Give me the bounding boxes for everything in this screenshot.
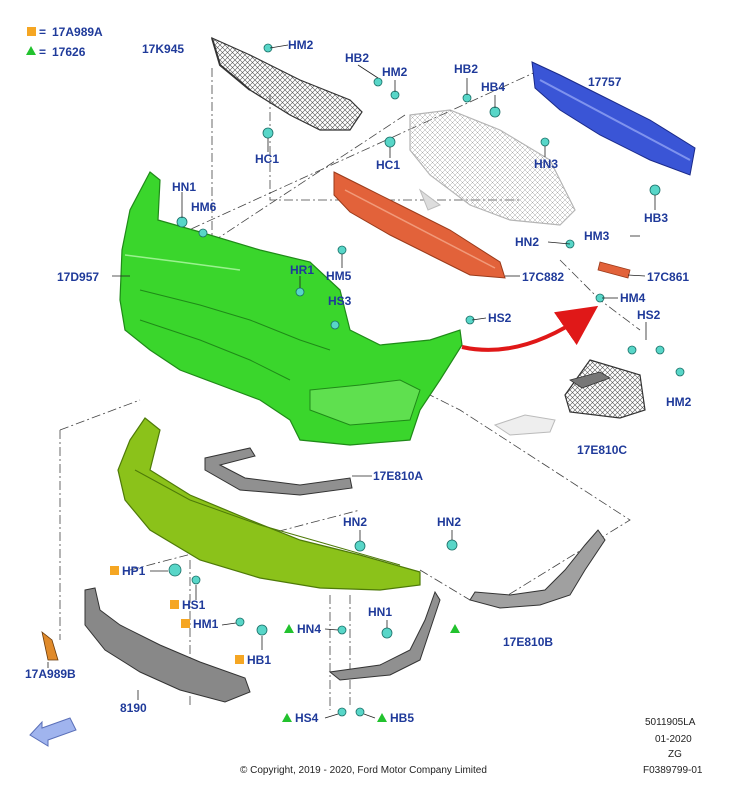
callout-hp1[interactable]: HP1: [122, 564, 146, 578]
callout-hm3[interactable]: HM3: [584, 229, 610, 243]
callout-hs2[interactable]: HS2: [488, 311, 512, 325]
callout-hm4[interactable]: HM4: [620, 291, 646, 305]
triangle-marker-icon: [450, 624, 460, 633]
callout-17E810A[interactable]: 17E810A: [373, 469, 423, 483]
callouts: 17K945 HM2 HB2 HM2 HB2 HB4 17757 HC1 HC1…: [25, 38, 692, 725]
callout-hn2[interactable]: HN2: [343, 515, 367, 529]
square-marker-icon: [110, 566, 119, 575]
bumper-cover-17D957[interactable]: [119, 171, 463, 446]
callout-hs4[interactable]: HS4: [295, 711, 319, 725]
callout-hb5[interactable]: HB5: [390, 711, 414, 725]
callout-hm1[interactable]: HM1: [193, 617, 219, 631]
callout-hr1[interactable]: HR1: [290, 263, 314, 277]
callout-hb2[interactable]: HB2: [345, 51, 369, 65]
callout-hm5[interactable]: HM5: [326, 269, 352, 283]
triangle-marker-icon: [26, 46, 36, 55]
copyright-text: © Copyright, 2019 - 2020, Ford Motor Com…: [240, 765, 487, 776]
callout-hn2[interactable]: HN2: [515, 235, 539, 249]
grille-8190[interactable]: [84, 587, 251, 703]
upper-grille-17K945[interactable]: [211, 36, 363, 131]
callout-hn4[interactable]: HN4: [297, 622, 321, 636]
callout-hb4[interactable]: HB4: [481, 80, 505, 94]
bracket-17C861[interactable]: [597, 261, 631, 279]
callout-hc1[interactable]: HC1: [255, 152, 279, 166]
clip-part-17A989B[interactable]: [41, 630, 59, 661]
square-marker-icon: [235, 655, 244, 664]
callout-hc1[interactable]: HC1: [376, 158, 400, 172]
callout-hs2[interactable]: HS2: [637, 308, 661, 322]
assembly-lines: [59, 68, 641, 710]
callout-hn1[interactable]: HN1: [368, 605, 392, 619]
triangle-marker-icon: [377, 713, 387, 722]
callout-17D957[interactable]: 17D957: [57, 270, 99, 284]
callout-hb1[interactable]: HB1: [247, 653, 271, 667]
fastener-clips: [168, 43, 685, 717]
grille-ghost: [409, 109, 576, 226]
callout-17C861[interactable]: 17C861: [647, 270, 689, 284]
callout-hb2[interactable]: HB2: [454, 62, 478, 76]
callout-hm2[interactable]: HM2: [382, 65, 408, 79]
callout-hs1[interactable]: HS1: [182, 598, 206, 612]
callout-hn1[interactable]: HN1: [172, 180, 196, 194]
splitter-17E810A[interactable]: [204, 447, 353, 496]
callout-hm6[interactable]: HM6: [191, 200, 217, 214]
callout-17E810B[interactable]: 17E810B: [503, 635, 553, 649]
triangle-marker-icon: [284, 624, 294, 633]
square-marker-icon: [170, 600, 179, 609]
energy-absorber-17C882[interactable]: [333, 171, 506, 279]
callout-17A989B[interactable]: 17A989B: [25, 667, 76, 681]
trim-17E810B[interactable]: [469, 529, 606, 609]
callout-hm2[interactable]: HM2: [288, 38, 314, 52]
leader-lines: [47, 44, 656, 719]
callout-hb3[interactable]: HB3: [644, 211, 668, 225]
footer: © Copyright, 2019 - 2020, Ford Motor Com…: [240, 717, 703, 776]
callout-17C882[interactable]: 17C882: [522, 270, 564, 284]
movement-arrow-icon: [461, 305, 599, 352]
drawing-id-1: 5011905LA: [645, 717, 696, 728]
legend: = 17A989A = 17626: [26, 25, 103, 59]
callout-hm2[interactable]: HM2: [666, 395, 692, 409]
reinforcement-beam-17757[interactable]: [531, 61, 696, 176]
fog-lamp-bezel-17E810C[interactable]: [493, 359, 646, 436]
callout-hs3[interactable]: HS3: [328, 294, 352, 308]
lower-valance[interactable]: [117, 417, 421, 591]
legend-code-triangle: 17626: [52, 45, 86, 59]
drawing-code: ZG: [668, 749, 682, 760]
view-direction-arrow-icon: [29, 717, 77, 747]
callout-17K945[interactable]: 17K945: [142, 42, 184, 56]
callout-17757[interactable]: 17757: [588, 75, 622, 89]
triangle-marker-icon: [282, 713, 292, 722]
callout-hn2[interactable]: HN2: [437, 515, 461, 529]
legend-code-square: 17A989A: [52, 25, 103, 39]
callout-17E810C[interactable]: 17E810C: [577, 443, 627, 457]
legend-sep-1: =: [39, 25, 46, 39]
callout-8190[interactable]: 8190: [120, 701, 147, 715]
legend-sep-2: =: [39, 45, 46, 59]
square-marker-icon: [181, 619, 190, 628]
drawing-id-2: F0389799-01: [643, 765, 703, 776]
lower-trim[interactable]: [328, 590, 441, 681]
callout-hn3[interactable]: HN3: [534, 157, 558, 171]
drawing-date: 01-2020: [655, 734, 692, 745]
square-marker-icon: [27, 27, 36, 36]
